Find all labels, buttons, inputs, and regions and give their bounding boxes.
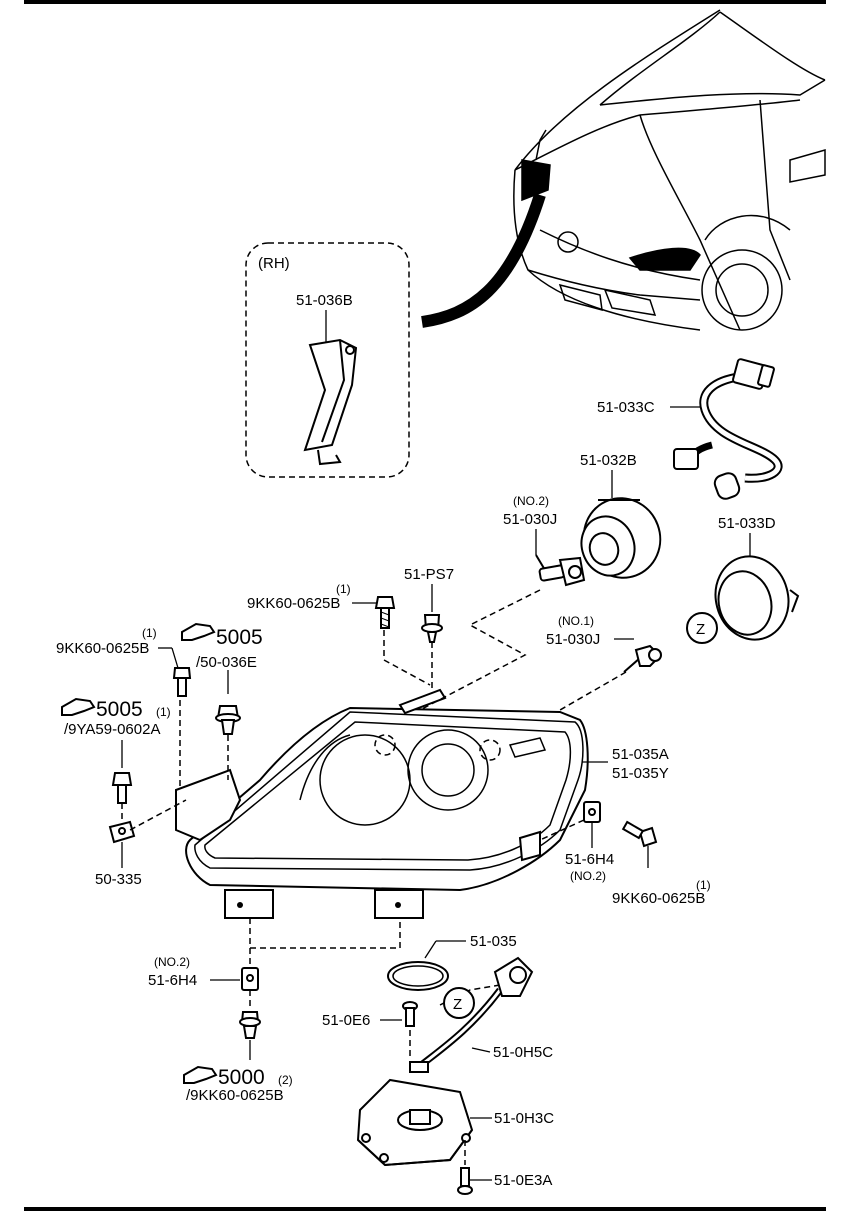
- bolt-right: [621, 820, 658, 848]
- pointing-hand-icon: [61, 697, 96, 716]
- ref-5000-qty: (2): [278, 1073, 293, 1087]
- part-51-035y-label: 51-035Y: [612, 765, 669, 782]
- part-51-0e6-label: 51-0E6: [322, 1012, 370, 1029]
- part-51-030j-no2-label: 51-030J: [503, 511, 557, 528]
- inset-leader: [421, 193, 546, 328]
- part-51-6h4-right-note: (NO.2): [570, 869, 606, 883]
- bolt-5000: [239, 1011, 261, 1039]
- z-marker-upper-label: Z: [696, 621, 705, 638]
- z-marker-lower: [443, 987, 475, 1019]
- z-marker-upper: [686, 612, 718, 644]
- bulb-51-030j-no1: [623, 644, 662, 673]
- part-51-035a-label: 51-035A: [612, 746, 669, 763]
- part-50-335-label: 50-335: [95, 871, 142, 888]
- pointing-hand-icon: [181, 622, 216, 641]
- part-51-6h4-right-label: 51-6H4: [565, 851, 614, 868]
- ref-5005-a-sub: /50-036E: [196, 654, 257, 671]
- bolt-9ya59: [111, 772, 133, 804]
- clip-51-6h4-right: [583, 801, 601, 823]
- bolt-left-label: 9KK60-0625B: [56, 640, 149, 657]
- part-51-0h5c-label: 51-0H5C: [493, 1044, 553, 1061]
- part-51-030j-no2-note: (NO.2): [513, 494, 549, 508]
- bottom-rule: [24, 1207, 826, 1211]
- part-51-035-label: 51-035: [470, 933, 517, 950]
- gasket-51-035: [387, 961, 449, 991]
- cable-51-0h5c: [409, 956, 534, 1073]
- clip-51-ps7: [421, 614, 443, 643]
- vehicle-illustration: [513, 9, 826, 331]
- part-51-6h4-left-label: 51-6H4: [148, 972, 197, 989]
- bracket-51-036b: [303, 338, 358, 466]
- bolt-top-qty: (1): [336, 582, 351, 596]
- part-51-033d-label: 51-033D: [718, 515, 776, 532]
- cover-51-033d: [714, 555, 800, 641]
- screw-51-0e6: [402, 1001, 418, 1027]
- bolt-left-qty: (1): [142, 626, 157, 640]
- bulb-51-030j-no2: [535, 554, 586, 587]
- part-51-030j-no1-label: 51-030J: [546, 631, 600, 648]
- pointing-hand-icon: [183, 1065, 218, 1084]
- ref-5000: 5000: [218, 1066, 265, 1089]
- bolt-right-qty: (1): [696, 878, 711, 892]
- part-51-0e3a-label: 51-0E3A: [494, 1172, 552, 1189]
- bolt-right-label: 9KK60-0625B: [612, 890, 705, 907]
- clip-50-036e: [215, 705, 241, 735]
- nut-50-335: [108, 820, 136, 844]
- part-51-6h4-left-note: (NO.2): [154, 955, 190, 969]
- rh-inset-title: (RH): [258, 255, 290, 272]
- ref-5005-a: 5005: [216, 626, 263, 649]
- bolt-left: [172, 667, 192, 697]
- part-51-032b-label: 51-032B: [580, 452, 637, 469]
- screw-51-0e3a: [457, 1167, 473, 1195]
- z-marker-lower-label: Z: [453, 996, 462, 1013]
- ref-5005-b-sub: /9YA59-0602A: [64, 721, 160, 738]
- bolt-top-label: 9KK60-0625B: [247, 595, 340, 612]
- part-51-036b-label: 51-036B: [296, 292, 353, 309]
- ref-5005-b: 5005: [96, 698, 143, 721]
- ref-5000-sub: /9KK60-0625B: [186, 1087, 284, 1104]
- cap-51-032b: [580, 497, 662, 579]
- part-51-030j-no1-note: (NO.1): [558, 614, 594, 628]
- clip-51-6h4-left: [241, 967, 259, 991]
- part-51-ps7-label: 51-PS7: [404, 566, 454, 583]
- ref-5005-b-qty: (1): [156, 705, 171, 719]
- ballast-51-0h3c: [356, 1078, 474, 1167]
- headlamp-assembly: [175, 688, 589, 919]
- part-51-033c-label: 51-033C: [597, 399, 655, 416]
- part-51-0h3c-label: 51-0H3C: [494, 1110, 554, 1127]
- bolt-top: [374, 596, 396, 629]
- top-rule: [24, 0, 826, 4]
- harness-51-033c: [673, 358, 783, 500]
